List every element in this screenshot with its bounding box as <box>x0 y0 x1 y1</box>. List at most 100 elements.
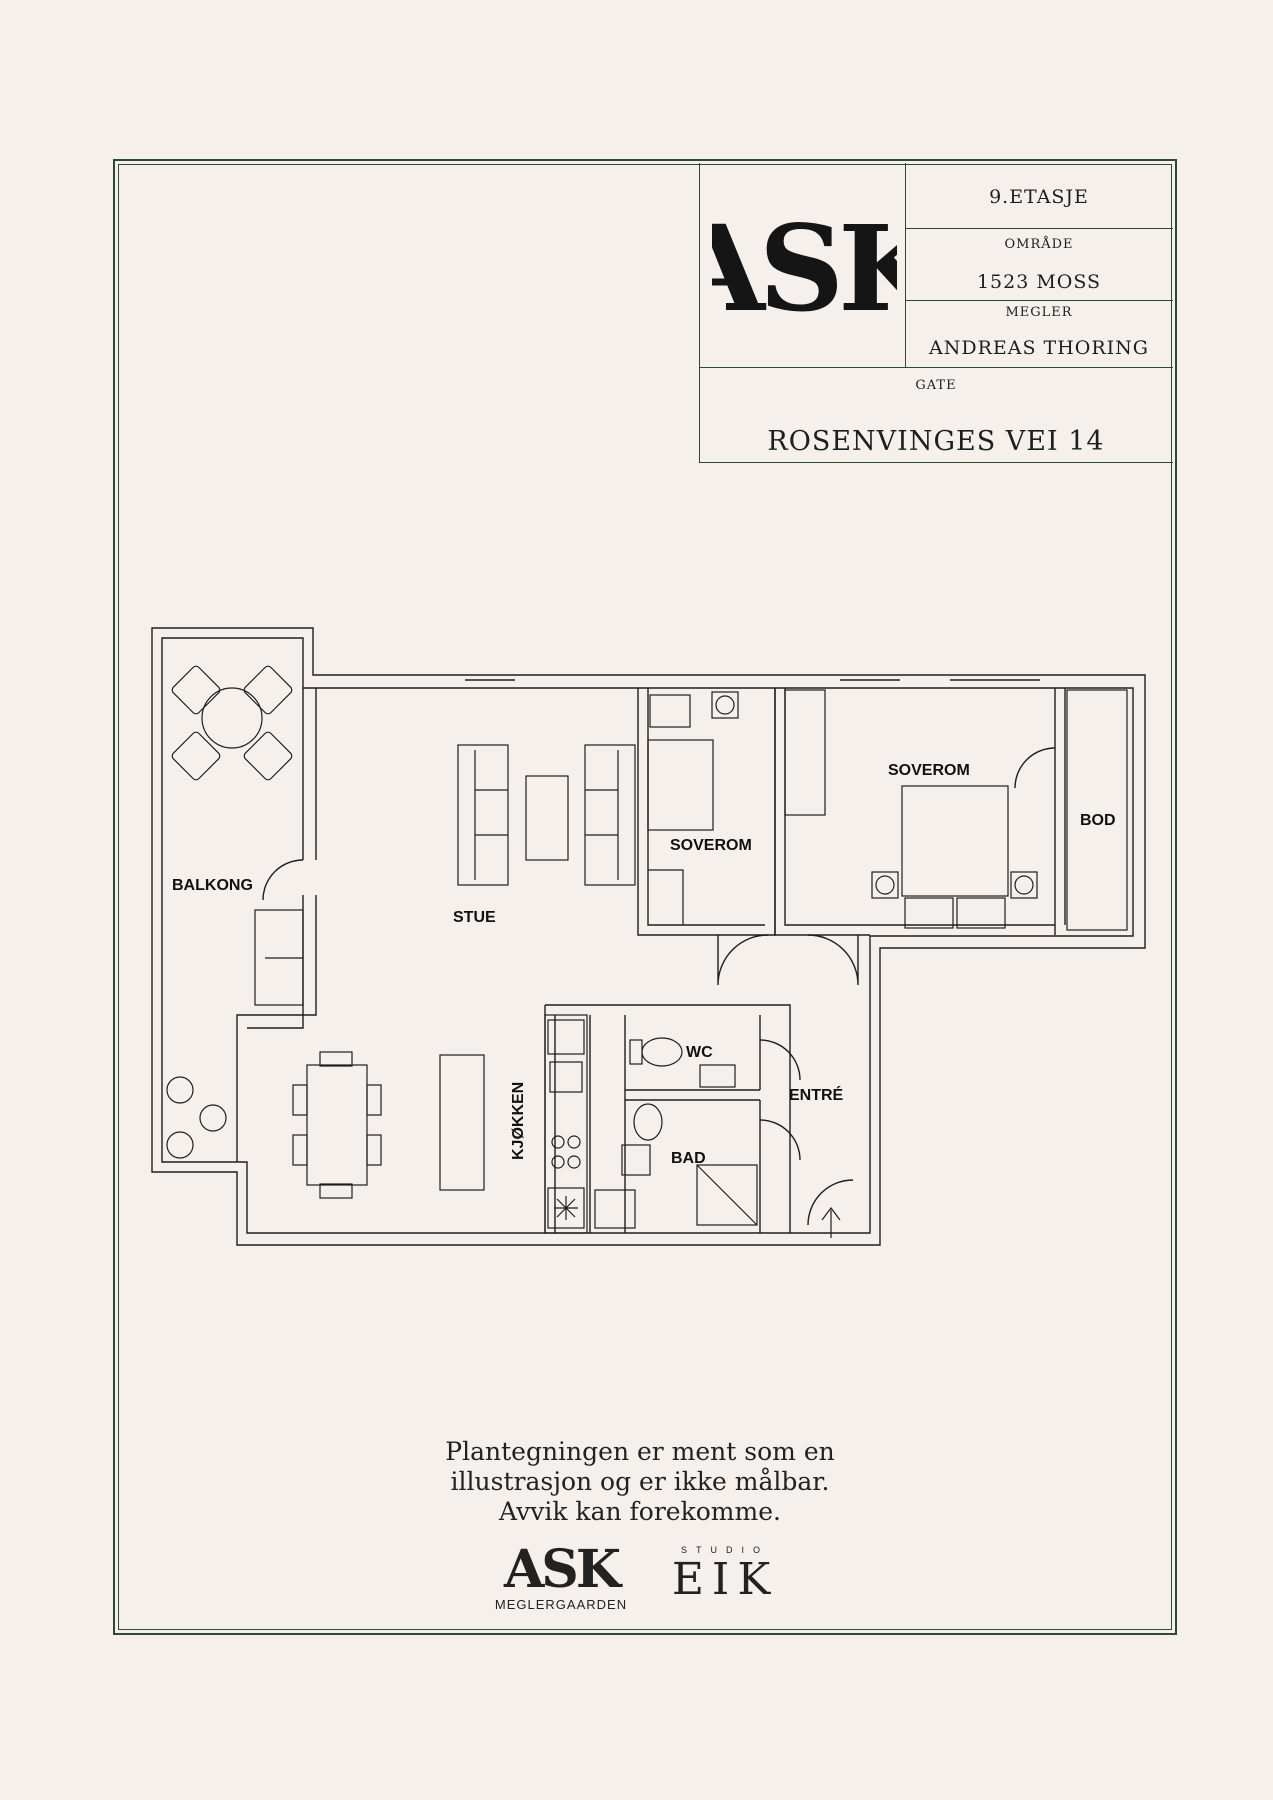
dining-chair <box>319 1183 353 1199</box>
living-sofa-right-seams <box>585 750 619 880</box>
disclaimer-line-3: Avvik kan forekomme. <box>499 1497 781 1526</box>
bed-small <box>647 739 714 831</box>
kitchen-sink <box>549 1061 583 1093</box>
area-value: 1523 MOSS <box>976 271 1102 293</box>
ask-logo-text: ASK <box>712 205 897 325</box>
dining-chair <box>319 1051 353 1067</box>
area-label: OMRÅDE <box>1004 237 1074 252</box>
title-row-line-1 <box>905 228 1173 230</box>
stove-burner <box>551 1155 565 1169</box>
balcony-wall-lower <box>236 895 317 1162</box>
disclaimer-line-2: illustrasjon og er ikke målbar. <box>450 1467 830 1496</box>
dining-chair <box>366 1134 382 1166</box>
inner-wall <box>161 637 1134 1234</box>
living-sofa-left-seams <box>474 750 508 880</box>
balcony-chair <box>243 731 293 781</box>
title-block-box <box>699 163 1173 463</box>
street-label: GATE <box>915 378 957 393</box>
storage-shelf <box>1066 689 1128 931</box>
balcony-door-arc <box>262 859 304 901</box>
living-sofa-right <box>584 744 636 886</box>
coffee-table <box>525 775 569 861</box>
page-frame-inner <box>118 164 1172 1630</box>
washing-machine <box>594 1189 636 1229</box>
bath-door-arc <box>759 1119 801 1161</box>
room-label-soverom-large: SOVEROM <box>888 762 970 779</box>
stove-burner <box>567 1135 581 1149</box>
fridge <box>547 1187 585 1229</box>
disclaimer: Plantegningen er ment som en illustrasjo… <box>340 1437 940 1527</box>
plant-icon <box>199 1104 227 1132</box>
bath-walls <box>589 1015 761 1233</box>
toilet-tank-wc <box>629 1039 643 1065</box>
entrance-arrow-icon <box>821 1207 841 1238</box>
nightstand-small <box>711 691 739 719</box>
ask-footer-logo-text: ASK <box>503 1539 621 1600</box>
ask-logo: ASK <box>712 205 897 325</box>
plant-icon <box>166 1131 194 1159</box>
bedroom-small-door-arc <box>717 934 769 986</box>
room-label-entre: ENTRÉ <box>789 1085 844 1104</box>
bedroom-large-door-arc <box>807 934 859 986</box>
balcony-table <box>201 687 263 749</box>
title-block-divider <box>905 163 1173 368</box>
eik-footer-text: EIK <box>671 1554 779 1605</box>
balcony-chair <box>243 665 293 715</box>
nightstand-right <box>1010 871 1038 899</box>
floor-label: 9.ETASJE <box>989 186 1089 208</box>
furniture <box>166 665 1128 1238</box>
outer-wall <box>151 627 1146 1246</box>
shower-diagonal <box>696 1164 758 1226</box>
wc-sink <box>699 1064 736 1088</box>
dining-chair <box>292 1134 308 1166</box>
wardrobe-large <box>784 689 826 816</box>
dining-table <box>306 1064 368 1186</box>
bedroom-small-walls <box>637 688 776 936</box>
storage-door-arc <box>1014 747 1056 789</box>
title-row-line-2 <box>905 300 1173 302</box>
disclaimer-line-1: Plantegningen er ment som en <box>445 1437 835 1466</box>
lamp-small <box>715 695 735 715</box>
stove-burner <box>567 1155 581 1169</box>
toilet-wc <box>641 1037 683 1067</box>
coffee-machine <box>547 1019 585 1055</box>
eik-footer-logo: STUDIO EIK <box>670 1545 780 1605</box>
eik-footer-top: STUDIO <box>680 1545 769 1555</box>
bed-large <box>901 785 1009 897</box>
room-label-stue: STUE <box>453 909 496 926</box>
ask-footer-logo: ASK MEGLERGAARDEN <box>486 1539 636 1613</box>
bath-sink <box>621 1144 651 1176</box>
room-label-balkong: BALKONG <box>172 877 253 894</box>
title-row-line-3 <box>699 367 1173 369</box>
room-label-soverom-small: SOVEROM <box>670 837 752 854</box>
pillow-large-right <box>956 897 1006 929</box>
stove-burner <box>551 1135 565 1149</box>
broker-label: MEGLER <box>1005 305 1073 320</box>
pillow-small <box>649 694 691 728</box>
balcony-wall-upper <box>302 688 317 860</box>
dining-chair <box>292 1084 308 1116</box>
nightstand-left <box>871 871 899 899</box>
walls <box>151 627 1146 1246</box>
pillow-large-left <box>904 897 954 929</box>
street-value: ROSENVINGES VEI 14 <box>767 426 1105 457</box>
toilet-bath <box>633 1103 663 1141</box>
entrance-door-arc <box>807 1179 854 1226</box>
kitchen-block-walls <box>544 1004 791 1233</box>
ask-footer-sub: MEGLERGAARDEN <box>494 1597 628 1612</box>
kitchen-counter <box>544 1014 588 1234</box>
plant-icon <box>166 1076 194 1104</box>
balcony-chair <box>171 731 221 781</box>
snowflake-icon <box>554 1196 578 1220</box>
shower <box>696 1164 758 1226</box>
lamp-left <box>875 875 895 895</box>
kitchen-island <box>439 1054 485 1191</box>
page-frame-outer <box>113 159 1177 1635</box>
room-label-bod: BOD <box>1080 812 1116 829</box>
lamp-right <box>1014 875 1034 895</box>
room-label-wc: WC <box>686 1044 713 1061</box>
living-sofa-left <box>457 744 509 886</box>
room-label-kjokken: KJØKKEN <box>510 1082 527 1160</box>
storage-walls <box>1054 688 1066 935</box>
